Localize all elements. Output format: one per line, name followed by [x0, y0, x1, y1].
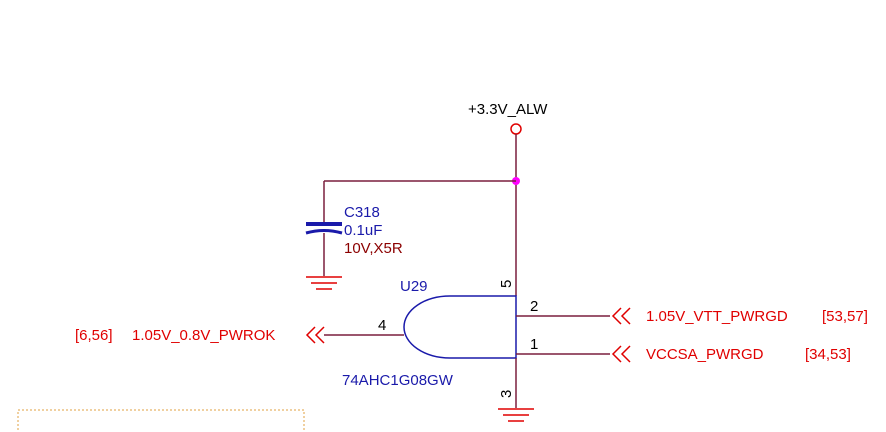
gate-ref: U29 — [400, 278, 428, 295]
and-gate-body — [403, 295, 517, 359]
offpage-connector-out — [305, 326, 325, 344]
gate-part: 74AHC1G08GW — [342, 372, 454, 389]
offpage-connector-in-b — [611, 307, 631, 325]
pin-in-b-number: 2 — [530, 298, 538, 315]
net-in-a-pages: [34,53] — [805, 346, 851, 363]
net-in-b-pages: [53,57] — [822, 308, 868, 325]
pin-in-a-number: 1 — [530, 336, 538, 353]
offpage-connector-in-a — [611, 345, 631, 363]
cap-rating: 10V,X5R — [344, 240, 403, 257]
net-in-a-name: VCCSA_PWRGD — [646, 346, 764, 363]
cap-plate-bottom — [305, 229, 343, 235]
gate-ground-symbol — [498, 408, 534, 422]
pin-gnd-number: 3 — [498, 390, 515, 398]
net-out-name: 1.05V_0.8V_PWROK — [132, 327, 275, 344]
cap-value: 0.1uF — [344, 222, 382, 239]
net-in-b-name: 1.05V_VTT_PWRGD — [646, 308, 788, 325]
pin-vcc-number: 5 — [498, 280, 515, 288]
power-net-label: +3.3V_ALW — [468, 101, 548, 118]
cap-ground-symbol — [306, 276, 342, 290]
pin-out-number: 4 — [378, 317, 386, 334]
power-terminal — [510, 123, 522, 135]
sheet-frame — [17, 409, 305, 432]
cap-ref: C318 — [344, 204, 380, 221]
net-out-pages: [6,56] — [75, 327, 113, 344]
